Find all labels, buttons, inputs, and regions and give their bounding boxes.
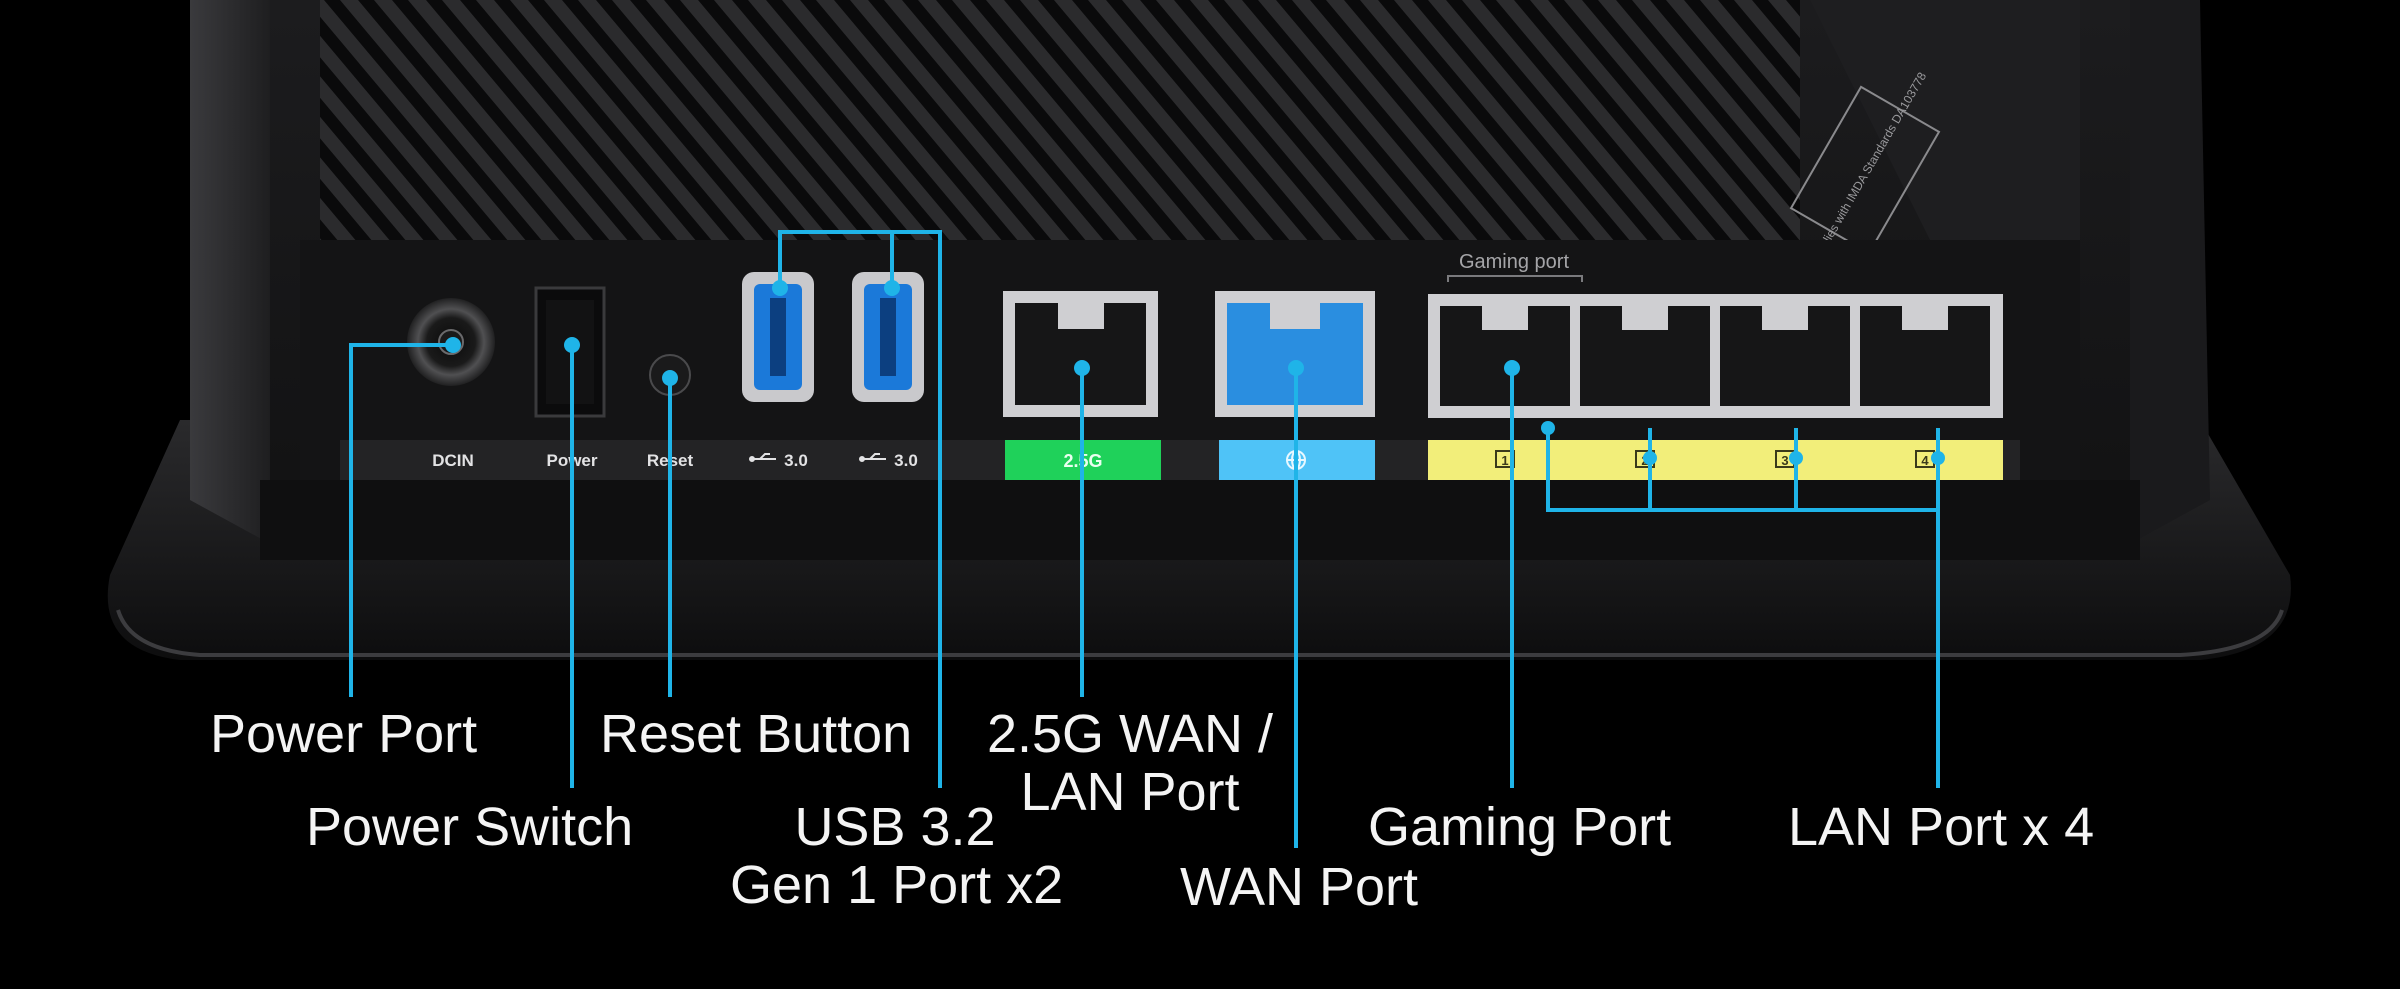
usb-symbol-icon xyxy=(749,453,776,462)
gaming-port-stamp: Gaming port xyxy=(1459,251,1569,273)
lan-number-4: 4 xyxy=(1921,453,1929,468)
callout-gaming-port: Gaming Port xyxy=(1368,797,1672,857)
lan-port-3 xyxy=(1720,306,1850,406)
callout-lan-port: LAN Port x 4 xyxy=(1788,797,2095,857)
callout-power-switch: Power Switch xyxy=(306,797,634,857)
usb-symbol-icon xyxy=(859,453,886,462)
leader-usb xyxy=(778,230,942,788)
label-usb-1: 3.0 xyxy=(784,451,808,470)
label-usb-2: 3.0 xyxy=(894,451,918,470)
callout-wan-port: WAN Port xyxy=(1180,857,1419,917)
lan-number-3: 3 xyxy=(1781,453,1788,468)
callout-wan-lan: 2.5G WAN / LAN Port xyxy=(975,705,1285,821)
compliance-sticker xyxy=(1810,0,2080,240)
lan-port-4 xyxy=(1860,306,1990,406)
callout-usb: USB 3.2 Gen 1 Port x2 xyxy=(730,797,1064,915)
panel-ledge xyxy=(260,480,2140,560)
gaming-port-bracket xyxy=(1447,275,1583,282)
leader-lan xyxy=(1546,428,1940,788)
lan-number-1: 1 xyxy=(1501,453,1508,468)
callout-power-port: Power Port xyxy=(210,704,478,764)
usb-port-1 xyxy=(742,272,814,402)
lan-port-1 xyxy=(1440,306,1570,406)
strip-lan xyxy=(1428,440,2003,480)
callout-usb-line1: USB 3.2 xyxy=(794,797,996,857)
leader-power-port xyxy=(349,343,453,697)
callout-wan-lan-line2: LAN Port xyxy=(1020,762,1240,822)
callout-reset-button: Reset Button xyxy=(600,704,913,764)
lan-port-2 xyxy=(1580,306,1710,406)
vent-slats xyxy=(320,0,1800,240)
leader-lines xyxy=(349,230,1945,848)
label-dcin: DCIN xyxy=(432,451,474,470)
usb-port-2 xyxy=(852,272,924,402)
callout-usb-line2: Gen 1 Port x2 xyxy=(730,855,1064,915)
base-edge xyxy=(116,609,2284,657)
callout-wan-lan-line1: 2.5G WAN / xyxy=(986,704,1274,764)
